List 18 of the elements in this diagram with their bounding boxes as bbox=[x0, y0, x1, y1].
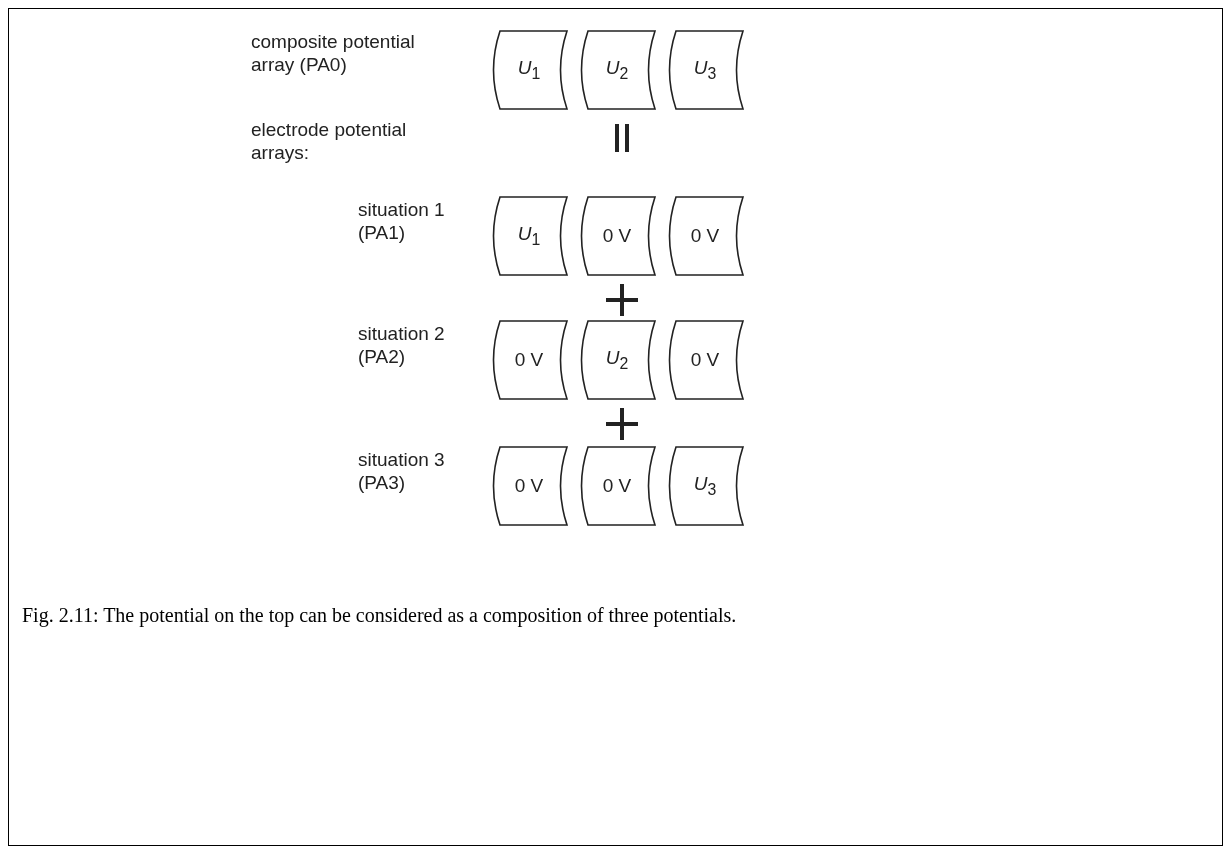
potential-value: 0 V bbox=[690, 349, 720, 371]
potential-value: 0 V bbox=[602, 475, 632, 497]
potential-value: U$_{2}$ bbox=[605, 57, 629, 83]
potential-value: U$_{1}$ bbox=[517, 57, 541, 83]
situation-label: situation 1 (PA1) bbox=[358, 198, 446, 244]
potential-value: 0 V bbox=[602, 225, 632, 247]
array-label: electrode potential arrays: bbox=[251, 118, 408, 164]
situation-label: situation 3 (PA3) bbox=[358, 448, 446, 494]
potential-value: 0 V bbox=[514, 475, 544, 497]
potential-value: U$_{2}$ bbox=[605, 347, 629, 373]
potential-value: U$_{3}$ bbox=[693, 473, 717, 499]
potential-value: U$_{1}$ bbox=[517, 223, 541, 249]
potential-value: U$_{3}$ bbox=[693, 57, 717, 83]
potential-value: 0 V bbox=[690, 225, 720, 247]
situation-label: situation 2 (PA2) bbox=[358, 322, 446, 368]
figure-caption: Fig. 2.11: The potential on the top can be considered as a composition of three potentials. bbox=[22, 604, 737, 627]
array-label: composite potential array (PA0) bbox=[251, 30, 416, 76]
potential-value: 0 V bbox=[514, 349, 544, 371]
